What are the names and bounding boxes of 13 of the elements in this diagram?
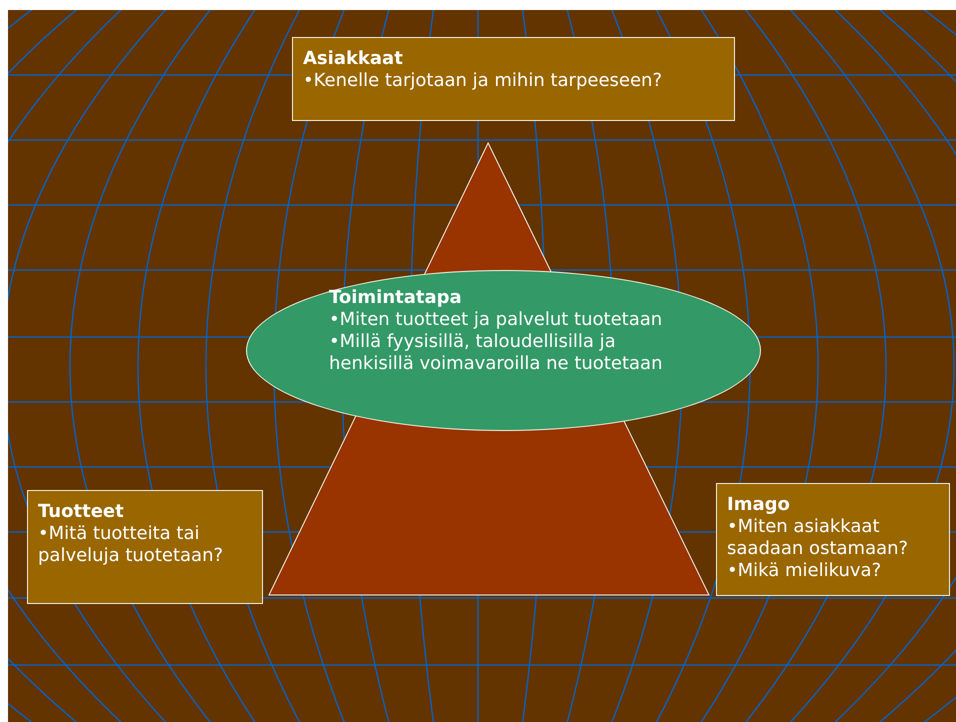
text-box	[292, 37, 735, 121]
bullet-text: •Kenelle tarjotaan ja mihin tarpeeseen?	[303, 70, 662, 92]
box-heading: Imago	[727, 494, 790, 516]
text-box	[27, 490, 263, 604]
bullet-text: •Miten asiakkaat saadaan ostamaan?	[727, 516, 910, 560]
bullet-text: •Miten tuotteet ja palvelut tuotetaan	[329, 309, 662, 331]
bullet-text: •Millä fyysisillä, taloudellisilla ja henkisillä voimavaroilla ne tuotetaan	[329, 331, 664, 375]
bullet-text: •Mitä tuotteita tai palveluja tuotetaan?	[38, 523, 224, 567]
bullet-text: •Mikä mielikuva?	[727, 560, 882, 582]
text-box	[716, 483, 950, 596]
box-heading: Tuotteet	[38, 501, 124, 523]
box-heading: Asiakkaat	[303, 48, 403, 70]
box-heading: Toimintatapa	[329, 287, 462, 309]
